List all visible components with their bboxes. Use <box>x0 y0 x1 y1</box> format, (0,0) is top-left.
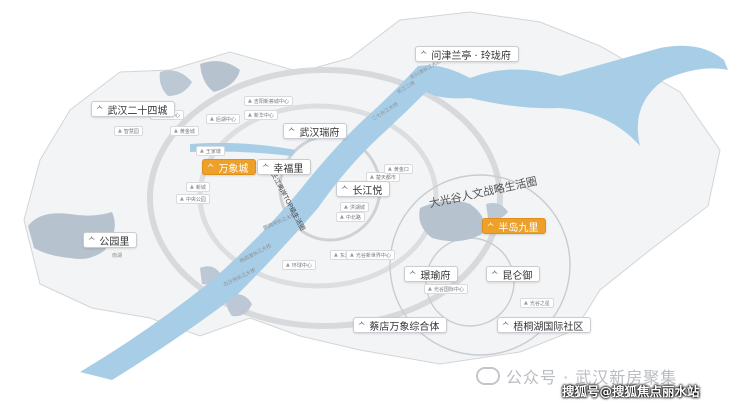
area-tag: ▲中央公园 <box>176 194 210 204</box>
sohu-watermark: 搜狐号@搜狐焦点丽水站 <box>562 384 700 399</box>
project-pin-label: 武汉二十四城 <box>107 105 168 117</box>
area-tag-label: 王家墩 <box>205 148 221 155</box>
pin-icon: ▲ <box>370 174 374 180</box>
area-tag: ▲黄金城 <box>170 126 199 136</box>
pin-icon: ▲ <box>350 252 354 258</box>
area-tag: ▲智慧园 <box>114 126 143 136</box>
area-tag: ▲洪湖城 <box>340 202 369 212</box>
project-icon: ᄉ <box>262 162 270 172</box>
area-tag-label: 中北路 <box>345 214 361 221</box>
project-icon: ᄉ <box>491 269 499 279</box>
area-tag: ▲光谷之星 <box>520 298 554 308</box>
project-icon: ᄉ <box>288 126 296 136</box>
area-tag: ▲光谷国际中心 <box>424 284 468 294</box>
pin-icon: ▲ <box>428 286 432 292</box>
area-tag-label: 楚天都市 <box>375 174 396 181</box>
project-pin-label: 昆仑御 <box>502 270 533 282</box>
pin-icon: ▲ <box>286 262 290 268</box>
pin-icon: ▲ <box>210 116 214 122</box>
area-tag: ▲后湖中心 <box>206 114 240 124</box>
project-icon: ᄉ <box>358 320 366 330</box>
lake-south <box>226 294 252 317</box>
pin-icon: ▲ <box>388 166 392 172</box>
area-tag-label: 黄金城 <box>179 128 195 135</box>
area-tag: ▲新城 <box>186 182 210 192</box>
watermark-text: 公众号 · 武汉新房聚集 <box>506 368 678 387</box>
project-icon: ᄉ <box>409 269 417 279</box>
area-tag: ▲王家墩 <box>196 146 225 156</box>
project-pin-label: 长江悦 <box>352 185 383 197</box>
pin-icon: ▲ <box>334 252 338 258</box>
area-tag: ▲新华中心 <box>244 110 278 120</box>
area-tag-label: 光谷之星 <box>529 300 550 307</box>
pin-icon: ▲ <box>340 214 344 220</box>
pin-icon: ▲ <box>344 204 348 210</box>
pin-icon: ▲ <box>248 98 252 104</box>
project-icon: ᄉ <box>487 221 495 231</box>
area-tag-label: 中央公园 <box>185 196 206 203</box>
area-tag-label: 洪湖城 <box>349 204 365 211</box>
project-pin-label: 璟瑜府 <box>420 270 451 282</box>
area-tag-label: 吉阳新荟城中心 <box>253 98 289 105</box>
wechat-logo-icon <box>476 367 500 385</box>
area-tag-label: 新城 <box>195 184 206 191</box>
area-tag: ▲黄金口 <box>384 164 413 174</box>
project-pin-label: 问津兰亭 · 玲珑府 <box>431 50 511 62</box>
guanggu-circle-outer <box>389 174 571 356</box>
area-tag-label: 智慧园 <box>123 128 139 135</box>
area-tag-label: 光谷国际中心 <box>433 286 464 293</box>
project-icon: ᄉ <box>207 162 215 172</box>
pin-icon: ▲ <box>180 196 184 202</box>
area-tag-label: 黄金口 <box>393 166 409 173</box>
project-icon: ᄉ <box>420 49 428 59</box>
wechat-watermark: 公众号 · 武汉新房聚集 <box>476 364 677 388</box>
area-tag: ▲环球中心 <box>282 260 316 270</box>
project-icon: ᄉ <box>502 320 510 330</box>
project-pin-label: 万象城 <box>218 163 249 175</box>
project-pin-label: 公园里 <box>99 236 130 248</box>
project-icon: ᄉ <box>341 184 349 194</box>
project-pin-label: 武汉瑞府 <box>299 127 340 139</box>
pin-icon: ▲ <box>248 112 252 118</box>
project-pin-label: 梧桐湖国际社区 <box>513 321 584 333</box>
pin-icon: ▲ <box>524 300 528 306</box>
lake-north <box>159 70 192 96</box>
lake-east <box>419 200 485 242</box>
project-pin-label: 幸福里 <box>273 163 304 175</box>
area-tag-label: 光谷新世界中心 <box>355 252 391 259</box>
pin-icon: ▲ <box>118 128 122 134</box>
pin-icon: ▲ <box>174 128 178 134</box>
area-tag: ▲中北路 <box>336 212 365 222</box>
project-icon: ᄉ <box>96 104 104 114</box>
yangtze-river <box>80 45 728 380</box>
ring-road-outer <box>147 67 503 329</box>
lake-hou <box>200 61 240 92</box>
area-tag-label: 后湖中心 <box>215 116 236 123</box>
lake-label: 南湖 <box>112 253 123 259</box>
area-tag-label: 新华中心 <box>253 112 274 119</box>
area-tag: ▲光谷新世界中心 <box>346 250 395 260</box>
project-pin-label: 蔡店万象综合体 <box>369 321 440 333</box>
area-tag: ▲吉阳新荟城中心 <box>244 96 293 106</box>
pin-icon: ▲ <box>200 148 204 154</box>
project-icon: ᄉ <box>88 235 96 245</box>
pin-icon: ▲ <box>190 184 194 190</box>
lake-east-2 <box>486 203 508 220</box>
area-tag-label: 环球中心 <box>291 262 312 269</box>
project-pin-label: 半岛九里 <box>498 222 539 234</box>
